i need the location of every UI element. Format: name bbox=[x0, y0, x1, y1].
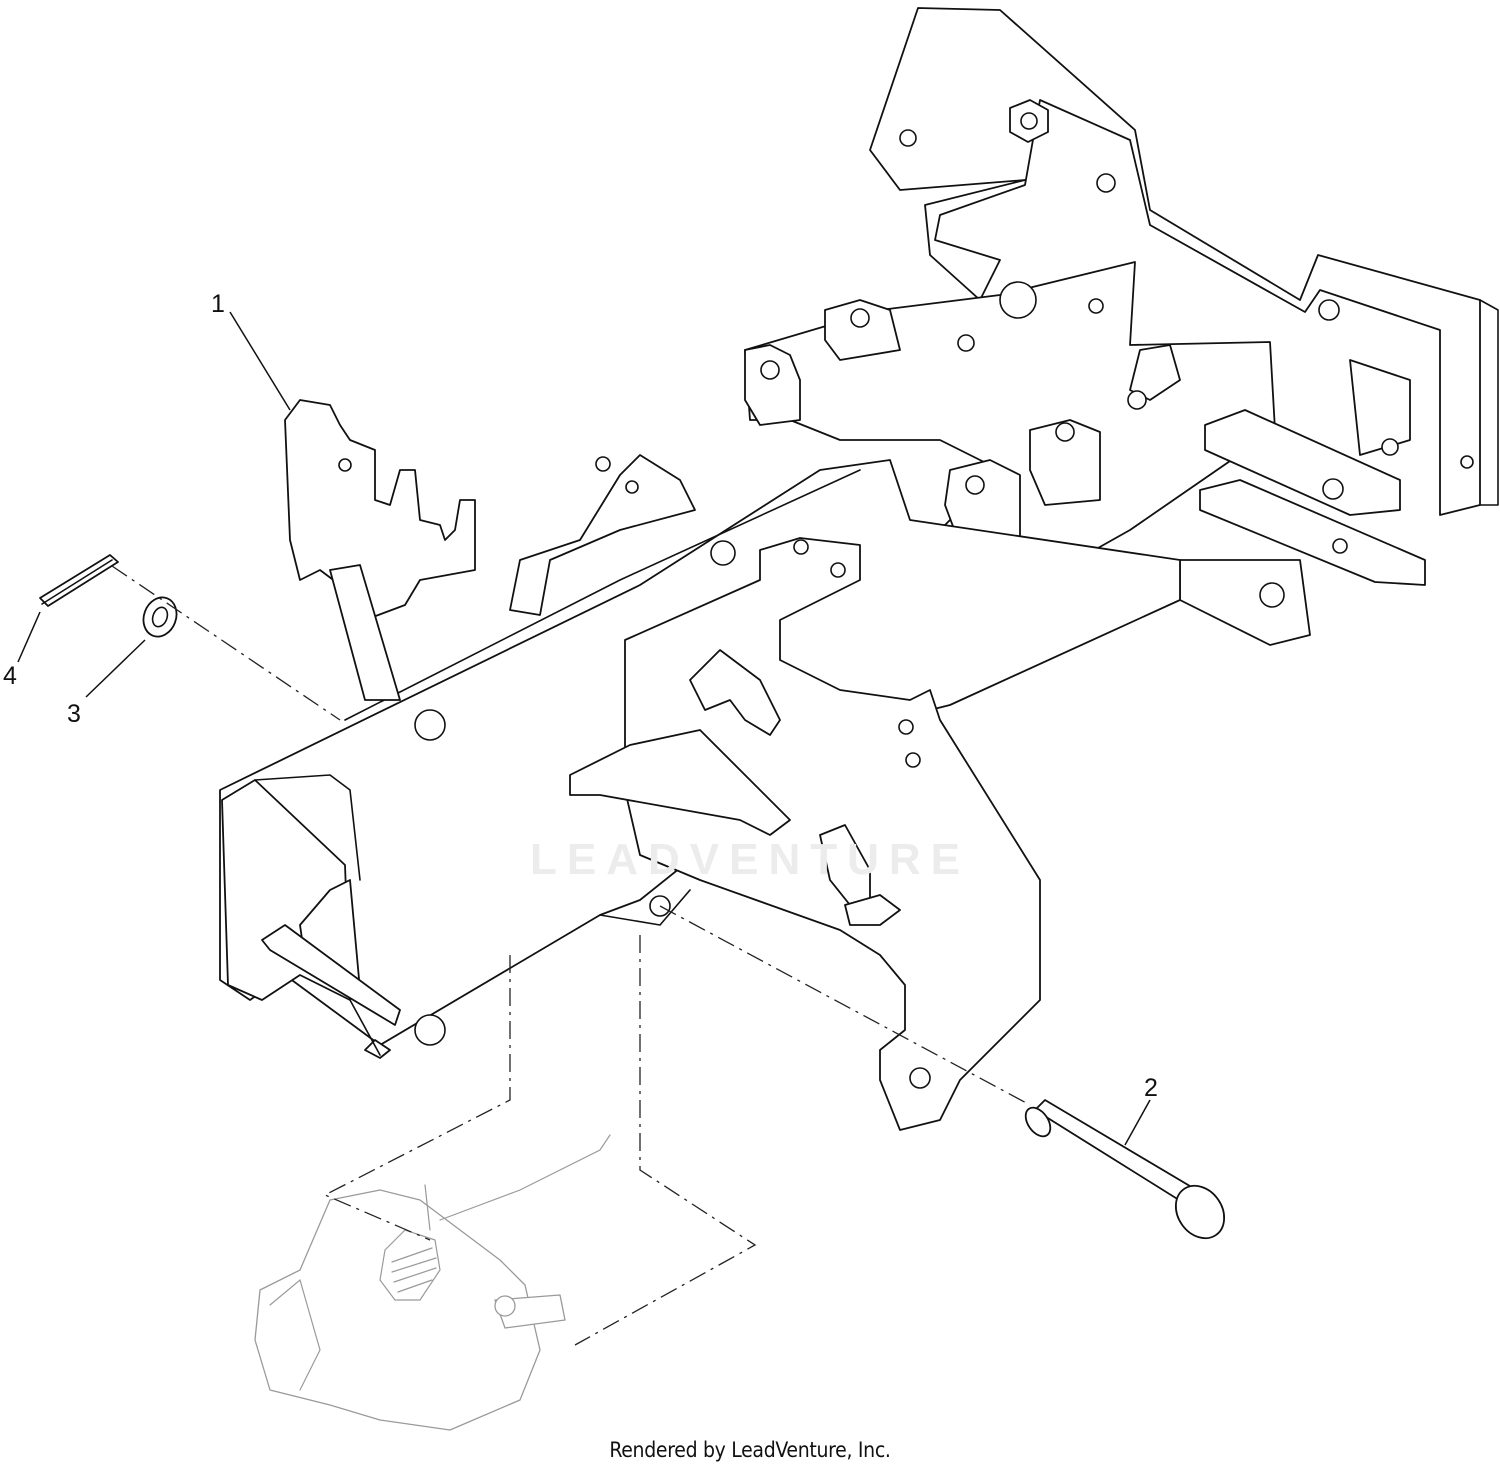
watermark: LEADVENTURE bbox=[529, 835, 971, 884]
cotter-pin bbox=[39, 554, 119, 607]
render-credit: Rendered by LeadVenture, Inc. bbox=[609, 1438, 891, 1462]
callout-2: 2 bbox=[1144, 1074, 1158, 1102]
lower-latch-assembly-ghost bbox=[254, 1134, 611, 1431]
callout-1: 1 bbox=[211, 290, 225, 318]
callout-4: 4 bbox=[3, 662, 17, 690]
clevis-pin bbox=[1024, 1099, 1226, 1240]
left-bracket bbox=[284, 399, 696, 701]
assembly-lines bbox=[111, 565, 1031, 1346]
center-latch-plate bbox=[569, 537, 1041, 1131]
upper-mounting-plate bbox=[869, 7, 1499, 516]
callout-3: 3 bbox=[67, 700, 81, 728]
pivot-bracket-assembly bbox=[744, 261, 1426, 646]
callout-leaders bbox=[17, 311, 1151, 1146]
washer bbox=[142, 596, 178, 638]
